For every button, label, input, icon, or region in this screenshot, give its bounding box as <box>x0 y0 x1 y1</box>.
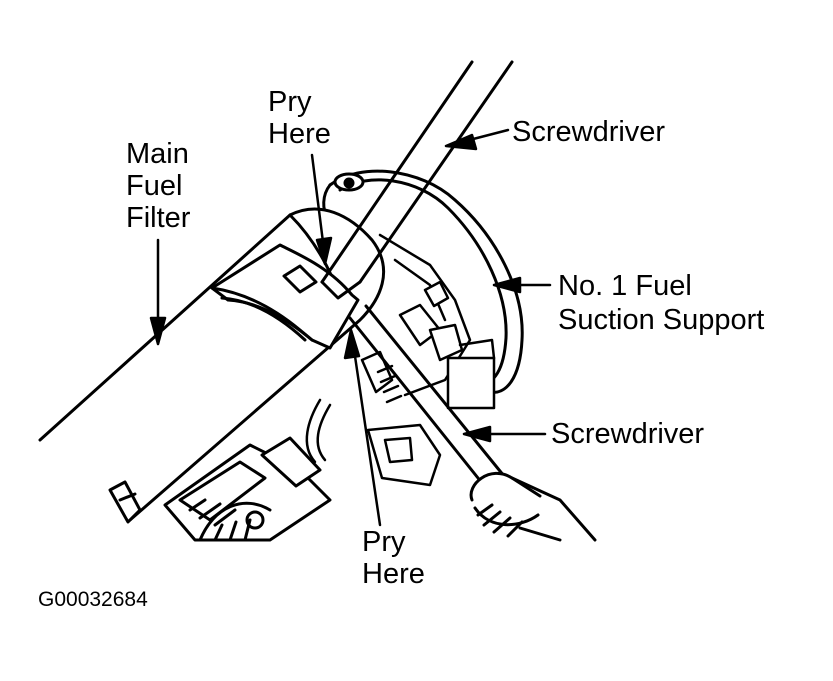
label-pry-here-bottom-line1: Pry <box>362 526 406 558</box>
label-main-fuel-filter-line1: Main <box>126 138 189 170</box>
leader-arrows <box>149 128 552 527</box>
label-screwdriver-bottom: Screwdriver <box>551 418 705 450</box>
pump-internals <box>305 233 496 487</box>
label-pry-here-top-line1: Pry <box>268 86 312 118</box>
figure-code: G00032684 <box>38 588 148 611</box>
connector-block <box>163 436 332 542</box>
label-suction-support-line1: No. 1 Fuel <box>558 270 692 302</box>
label-pry-here-top-line2: Here <box>268 118 331 150</box>
screwdriver-top <box>320 60 514 300</box>
label-main-fuel-filter-line3: Filter <box>126 202 191 234</box>
label-pry-here-bottom-line2: Here <box>362 558 425 590</box>
screwdriver-bottom <box>348 304 597 542</box>
label-main-fuel-filter-line2: Fuel <box>126 170 183 202</box>
label-suction-support-line2: Suction Support <box>558 304 765 336</box>
label-screwdriver-top: Screwdriver <box>512 116 666 148</box>
retaining-clip <box>210 243 360 350</box>
